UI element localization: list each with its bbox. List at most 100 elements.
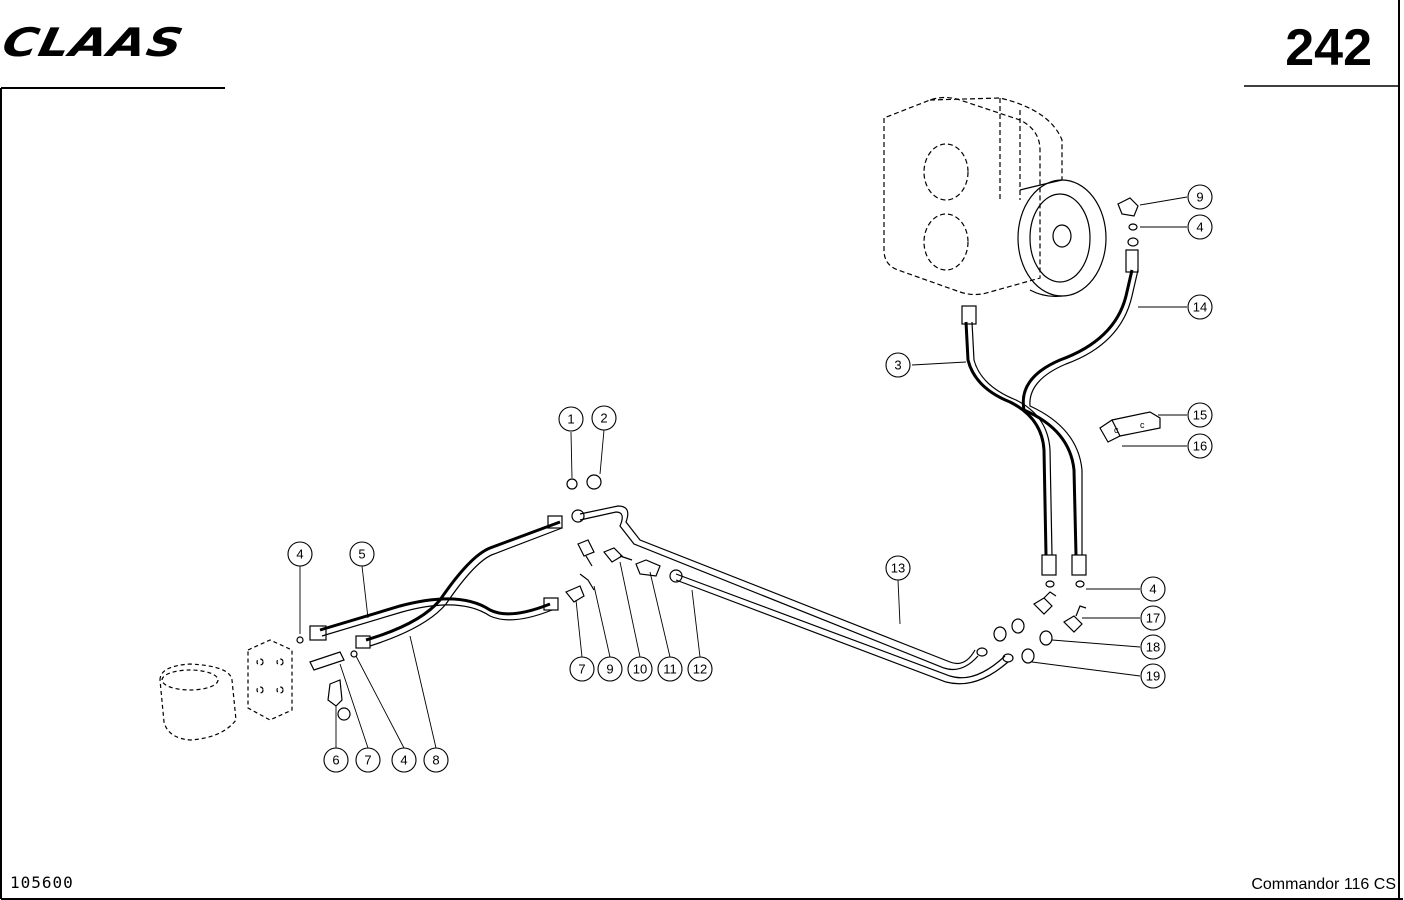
callout-14-label: 14 [1193, 300, 1207, 315]
callout-3: 3 [885, 352, 911, 378]
hose-5-end [543, 597, 559, 611]
callout-19-label: 19 [1146, 669, 1160, 684]
document-code: 105600 [10, 873, 74, 892]
callout-12-label: 12 [693, 662, 707, 677]
bracket-mark-2: c [1140, 420, 1145, 430]
hose-14-nut [1127, 237, 1139, 247]
callout-17: 17 [1140, 605, 1166, 631]
callout-6-label: 6 [332, 753, 339, 768]
seal-ring-lower-1 [1045, 580, 1055, 588]
callout-4-right: 4 [1140, 576, 1166, 602]
callout-13: 13 [885, 555, 911, 581]
seal-ring-lower-2 [1075, 580, 1085, 588]
cap-6 [337, 707, 351, 721]
callout-4-left: 4 [287, 541, 313, 567]
callout-9-top: 9 [1187, 184, 1213, 210]
callout-5: 5 [349, 541, 375, 567]
callout-11: 11 [657, 656, 683, 682]
callout-1-label: 1 [567, 412, 574, 427]
callout-2: 2 [591, 405, 617, 431]
callout-16: 16 [1187, 433, 1213, 459]
hose-14 [1021, 269, 1139, 556]
tank [159, 663, 237, 741]
callout-7-mid-label: 7 [578, 662, 585, 677]
callout-9-mid: 9 [597, 656, 623, 682]
clamp-bracket [1099, 411, 1161, 443]
pipe-12 [675, 573, 1009, 685]
callout-11-label: 11 [663, 662, 677, 677]
hose-3 [964, 321, 1053, 556]
hose-5 [319, 597, 553, 637]
callout-17-label: 17 [1146, 611, 1160, 626]
pipe-12-end [1002, 653, 1014, 663]
callout-4-right-label: 4 [1149, 582, 1156, 597]
callout-4-bottom-label: 4 [400, 753, 407, 768]
callout-16-label: 16 [1193, 439, 1207, 454]
washer-18b [1039, 630, 1053, 646]
bracket-mark-1: c [1114, 425, 1119, 435]
callout-2-label: 2 [600, 411, 607, 426]
callout-9-top-label: 9 [1196, 190, 1203, 205]
callout-6: 6 [323, 747, 349, 773]
page-number: 242 [1285, 19, 1372, 77]
callout-7-mid: 7 [569, 656, 595, 682]
callout-8-label: 8 [432, 753, 439, 768]
pipe-13-end [976, 647, 988, 657]
seal-ring-left-2 [350, 650, 358, 658]
callout-13-label: 13 [891, 561, 905, 576]
model-name: Commandor 116 CS [1251, 876, 1396, 893]
callout-10-label: 10 [633, 662, 647, 677]
pipe-13-nut [571, 509, 585, 523]
callout-4-top-label: 4 [1196, 220, 1203, 235]
callout-7-bottom: 7 [355, 747, 381, 773]
adapter-11 [635, 559, 661, 577]
valve-block [247, 639, 293, 721]
callout-18-label: 18 [1146, 640, 1160, 655]
callout-3-label: 3 [894, 358, 901, 373]
hose-5-fitting [309, 625, 327, 641]
nut-19a [993, 626, 1007, 642]
callout-15-label: 15 [1193, 408, 1207, 423]
seal-ring-top [1128, 223, 1138, 231]
callout-4-left-label: 4 [296, 547, 303, 562]
callout-15: 15 [1187, 402, 1213, 428]
callout-1: 1 [558, 406, 584, 432]
adapter-17b [1063, 605, 1087, 633]
hose-14-end [1071, 554, 1087, 576]
adapter-6 [327, 679, 343, 707]
pipe-12-nut [669, 569, 683, 583]
hose-8-end [547, 515, 563, 529]
tee-fitting-7-mid [565, 573, 595, 603]
callout-10: 10 [627, 656, 653, 682]
elbow-fitting-mid [577, 539, 595, 567]
callout-7-bottom-label: 7 [364, 753, 371, 768]
hose-14-fitting [1125, 249, 1139, 273]
callout-12: 12 [687, 656, 713, 682]
pump-assembly [883, 96, 1063, 296]
callout-8: 8 [423, 747, 449, 773]
pipe-13 [579, 505, 979, 671]
hose-8-fitting [355, 635, 371, 649]
callout-19: 19 [1140, 663, 1166, 689]
adapter-17a [1033, 591, 1057, 615]
hose-8 [365, 520, 563, 647]
adapter-10 [603, 547, 633, 563]
hose-3-end [1041, 554, 1057, 576]
callout-4-bottom: 4 [391, 747, 417, 773]
tee-fitting-7-left [309, 651, 345, 671]
seal-ring-left [296, 636, 304, 644]
washer-18a [1011, 618, 1025, 634]
callout-5-label: 5 [358, 547, 365, 562]
callout-4-top: 4 [1187, 214, 1213, 240]
plug-1 [566, 478, 578, 490]
hose-3-fitting [961, 305, 977, 325]
elbow-fitting-top [1117, 197, 1139, 217]
pump-flange [1017, 179, 1107, 297]
callout-9-mid-label: 9 [606, 662, 613, 677]
callout-14: 14 [1187, 294, 1213, 320]
cap-2 [586, 474, 602, 490]
nut-19b [1021, 648, 1035, 664]
leader-lines [299, 196, 1188, 749]
